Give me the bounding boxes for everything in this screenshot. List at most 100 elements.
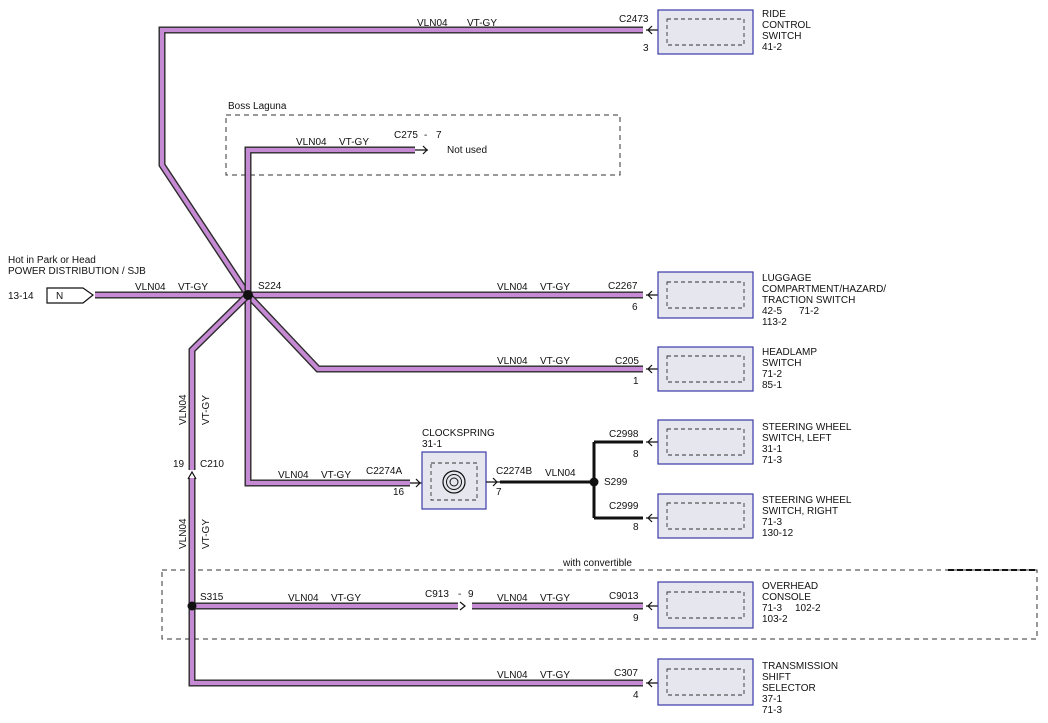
steer-left-ref2: 71-3 bbox=[762, 455, 782, 466]
transmission-name2: SHIFT bbox=[762, 672, 791, 683]
c210-upper-color: VT-GY bbox=[201, 395, 212, 425]
boss-connector: C275 bbox=[394, 130, 418, 141]
luggage-ref1: 42-5 bbox=[762, 306, 782, 317]
steer-right-connector: C2999 bbox=[609, 501, 639, 512]
ride-name1: RIDE bbox=[762, 9, 786, 20]
source-pin: N bbox=[56, 291, 63, 302]
boss-color: VT-GY bbox=[339, 137, 369, 148]
c210-arrow bbox=[187, 470, 197, 480]
overhead-pin: 9 bbox=[633, 613, 639, 624]
luggage-ref2: 71-2 bbox=[799, 306, 819, 317]
overhead-inline-arrow bbox=[459, 601, 466, 611]
luggage-name3: TRACTION SWITCH bbox=[762, 295, 855, 306]
boss-note: Not used bbox=[447, 145, 487, 156]
steer-left-ref1: 31-1 bbox=[762, 444, 782, 455]
overhead-inline-connector: C913 bbox=[425, 589, 449, 600]
headlamp-pin: 1 bbox=[633, 376, 639, 387]
clockspring-component bbox=[421, 451, 487, 510]
headlamp-name2: SWITCH bbox=[762, 358, 801, 369]
splice-s299-label: S299 bbox=[604, 477, 628, 488]
luggage-pin: 6 bbox=[632, 302, 638, 313]
source-circuit: VLN04 bbox=[135, 282, 166, 293]
headlamp-circuit: VLN04 bbox=[497, 356, 528, 367]
ride-ref1: 41-2 bbox=[762, 42, 782, 53]
ride-component bbox=[657, 9, 754, 55]
steer-right-name1: STEERING WHEEL bbox=[762, 495, 852, 506]
splice-s224-label: S224 bbox=[258, 281, 282, 292]
steer-left-connector: C2998 bbox=[609, 429, 639, 440]
transmission-name3: SELECTOR bbox=[762, 683, 816, 694]
luggage-name1: LUGGAGE bbox=[762, 273, 812, 284]
luggage-name2: COMPARTMENT/HAZARD/ bbox=[762, 284, 886, 295]
clockspring-coil bbox=[442, 470, 466, 494]
overhead-color1: VT-GY bbox=[331, 593, 361, 604]
overhead-connector: C9013 bbox=[609, 591, 639, 602]
transmission-color: VT-GY bbox=[540, 670, 570, 681]
steer-right-component bbox=[657, 493, 754, 539]
source-connector bbox=[46, 287, 95, 304]
steer-right-ref2: 130-12 bbox=[762, 528, 794, 539]
convertible-box bbox=[161, 569, 1038, 640]
headlamp-ref2: 85-1 bbox=[762, 380, 782, 391]
steer-right-pin: 8 bbox=[633, 522, 639, 533]
c210-connector: C210 bbox=[200, 459, 224, 470]
overhead-component bbox=[657, 581, 754, 629]
overhead-ref2: 102-2 bbox=[795, 603, 821, 614]
boss-laguna-box bbox=[225, 114, 621, 176]
overhead-name2: CONSOLE bbox=[762, 592, 811, 603]
transmission-pin: 4 bbox=[633, 690, 639, 701]
clockspring-color-in: VT-GY bbox=[321, 470, 351, 481]
transmission-ref2: 71-3 bbox=[762, 705, 782, 716]
clockspring-pin-in: 16 bbox=[393, 487, 405, 498]
steer-left-pin: 8 bbox=[633, 449, 639, 460]
overhead-ref1: 71-3 bbox=[762, 603, 782, 614]
headlamp-ref1: 71-2 bbox=[762, 369, 782, 380]
c210-lower-color: VT-GY bbox=[201, 519, 212, 549]
overhead-inline-dash: - bbox=[458, 589, 461, 600]
transmission-component bbox=[657, 658, 754, 706]
splice-s299 bbox=[589, 477, 599, 487]
clockspring-title: CLOCKSPRING bbox=[422, 428, 495, 439]
luggage-circuit: VLN04 bbox=[497, 282, 528, 293]
luggage-ref3: 113-2 bbox=[762, 317, 787, 328]
ride-name2: CONTROL bbox=[762, 20, 811, 31]
splice-s315-label: S315 bbox=[200, 592, 224, 603]
boss-pin: 7 bbox=[436, 130, 442, 141]
ride-color: VT-GY bbox=[467, 18, 497, 29]
steer-left-name2: SWITCH, LEFT bbox=[762, 433, 831, 444]
c210-upper-circuit: VLN04 bbox=[178, 394, 189, 425]
clockspring-circuit-out: VLN04 bbox=[545, 468, 576, 479]
steer-left-component bbox=[657, 419, 754, 465]
ride-name3: SWITCH bbox=[762, 31, 801, 42]
steer-right-ref1: 71-3 bbox=[762, 517, 782, 528]
transmission-circuit: VLN04 bbox=[497, 670, 528, 681]
wire-harness bbox=[95, 26, 643, 687]
steer-left-name1: STEERING WHEEL bbox=[762, 422, 852, 433]
source-color: VT-GY bbox=[178, 282, 208, 293]
c210-lower-circuit: VLN04 bbox=[178, 518, 189, 549]
source-ref: 13-14 bbox=[8, 291, 34, 302]
overhead-color2: VT-GY bbox=[540, 593, 570, 604]
splice-s315 bbox=[187, 601, 197, 611]
overhead-inline-pin: 9 bbox=[468, 589, 474, 600]
overhead-circuit1: VLN04 bbox=[288, 593, 319, 604]
clockspring-ref: 31-1 bbox=[422, 439, 442, 450]
overhead-name1: OVERHEAD bbox=[762, 581, 818, 592]
headlamp-name1: HEADLAMP bbox=[762, 347, 817, 358]
transmission-ref1: 37-1 bbox=[762, 694, 782, 705]
ride-connector: C2473 bbox=[619, 14, 649, 25]
black-wire bbox=[500, 440, 643, 520]
clockspring-conn-in: C2274A bbox=[366, 466, 402, 477]
ride-circuit: VLN04 bbox=[417, 18, 448, 29]
source-line2: POWER DISTRIBUTION / SJB bbox=[8, 266, 146, 277]
steer-right-name2: SWITCH, RIGHT bbox=[762, 506, 838, 517]
boss-laguna-label: Boss Laguna bbox=[228, 101, 287, 112]
headlamp-component bbox=[657, 346, 754, 392]
luggage-component bbox=[657, 271, 754, 319]
overhead-ref3: 103-2 bbox=[762, 614, 788, 625]
overhead-circuit2: VLN04 bbox=[497, 593, 528, 604]
boss-dash: - bbox=[424, 130, 427, 141]
source-line1: Hot in Park or Head bbox=[8, 255, 96, 266]
